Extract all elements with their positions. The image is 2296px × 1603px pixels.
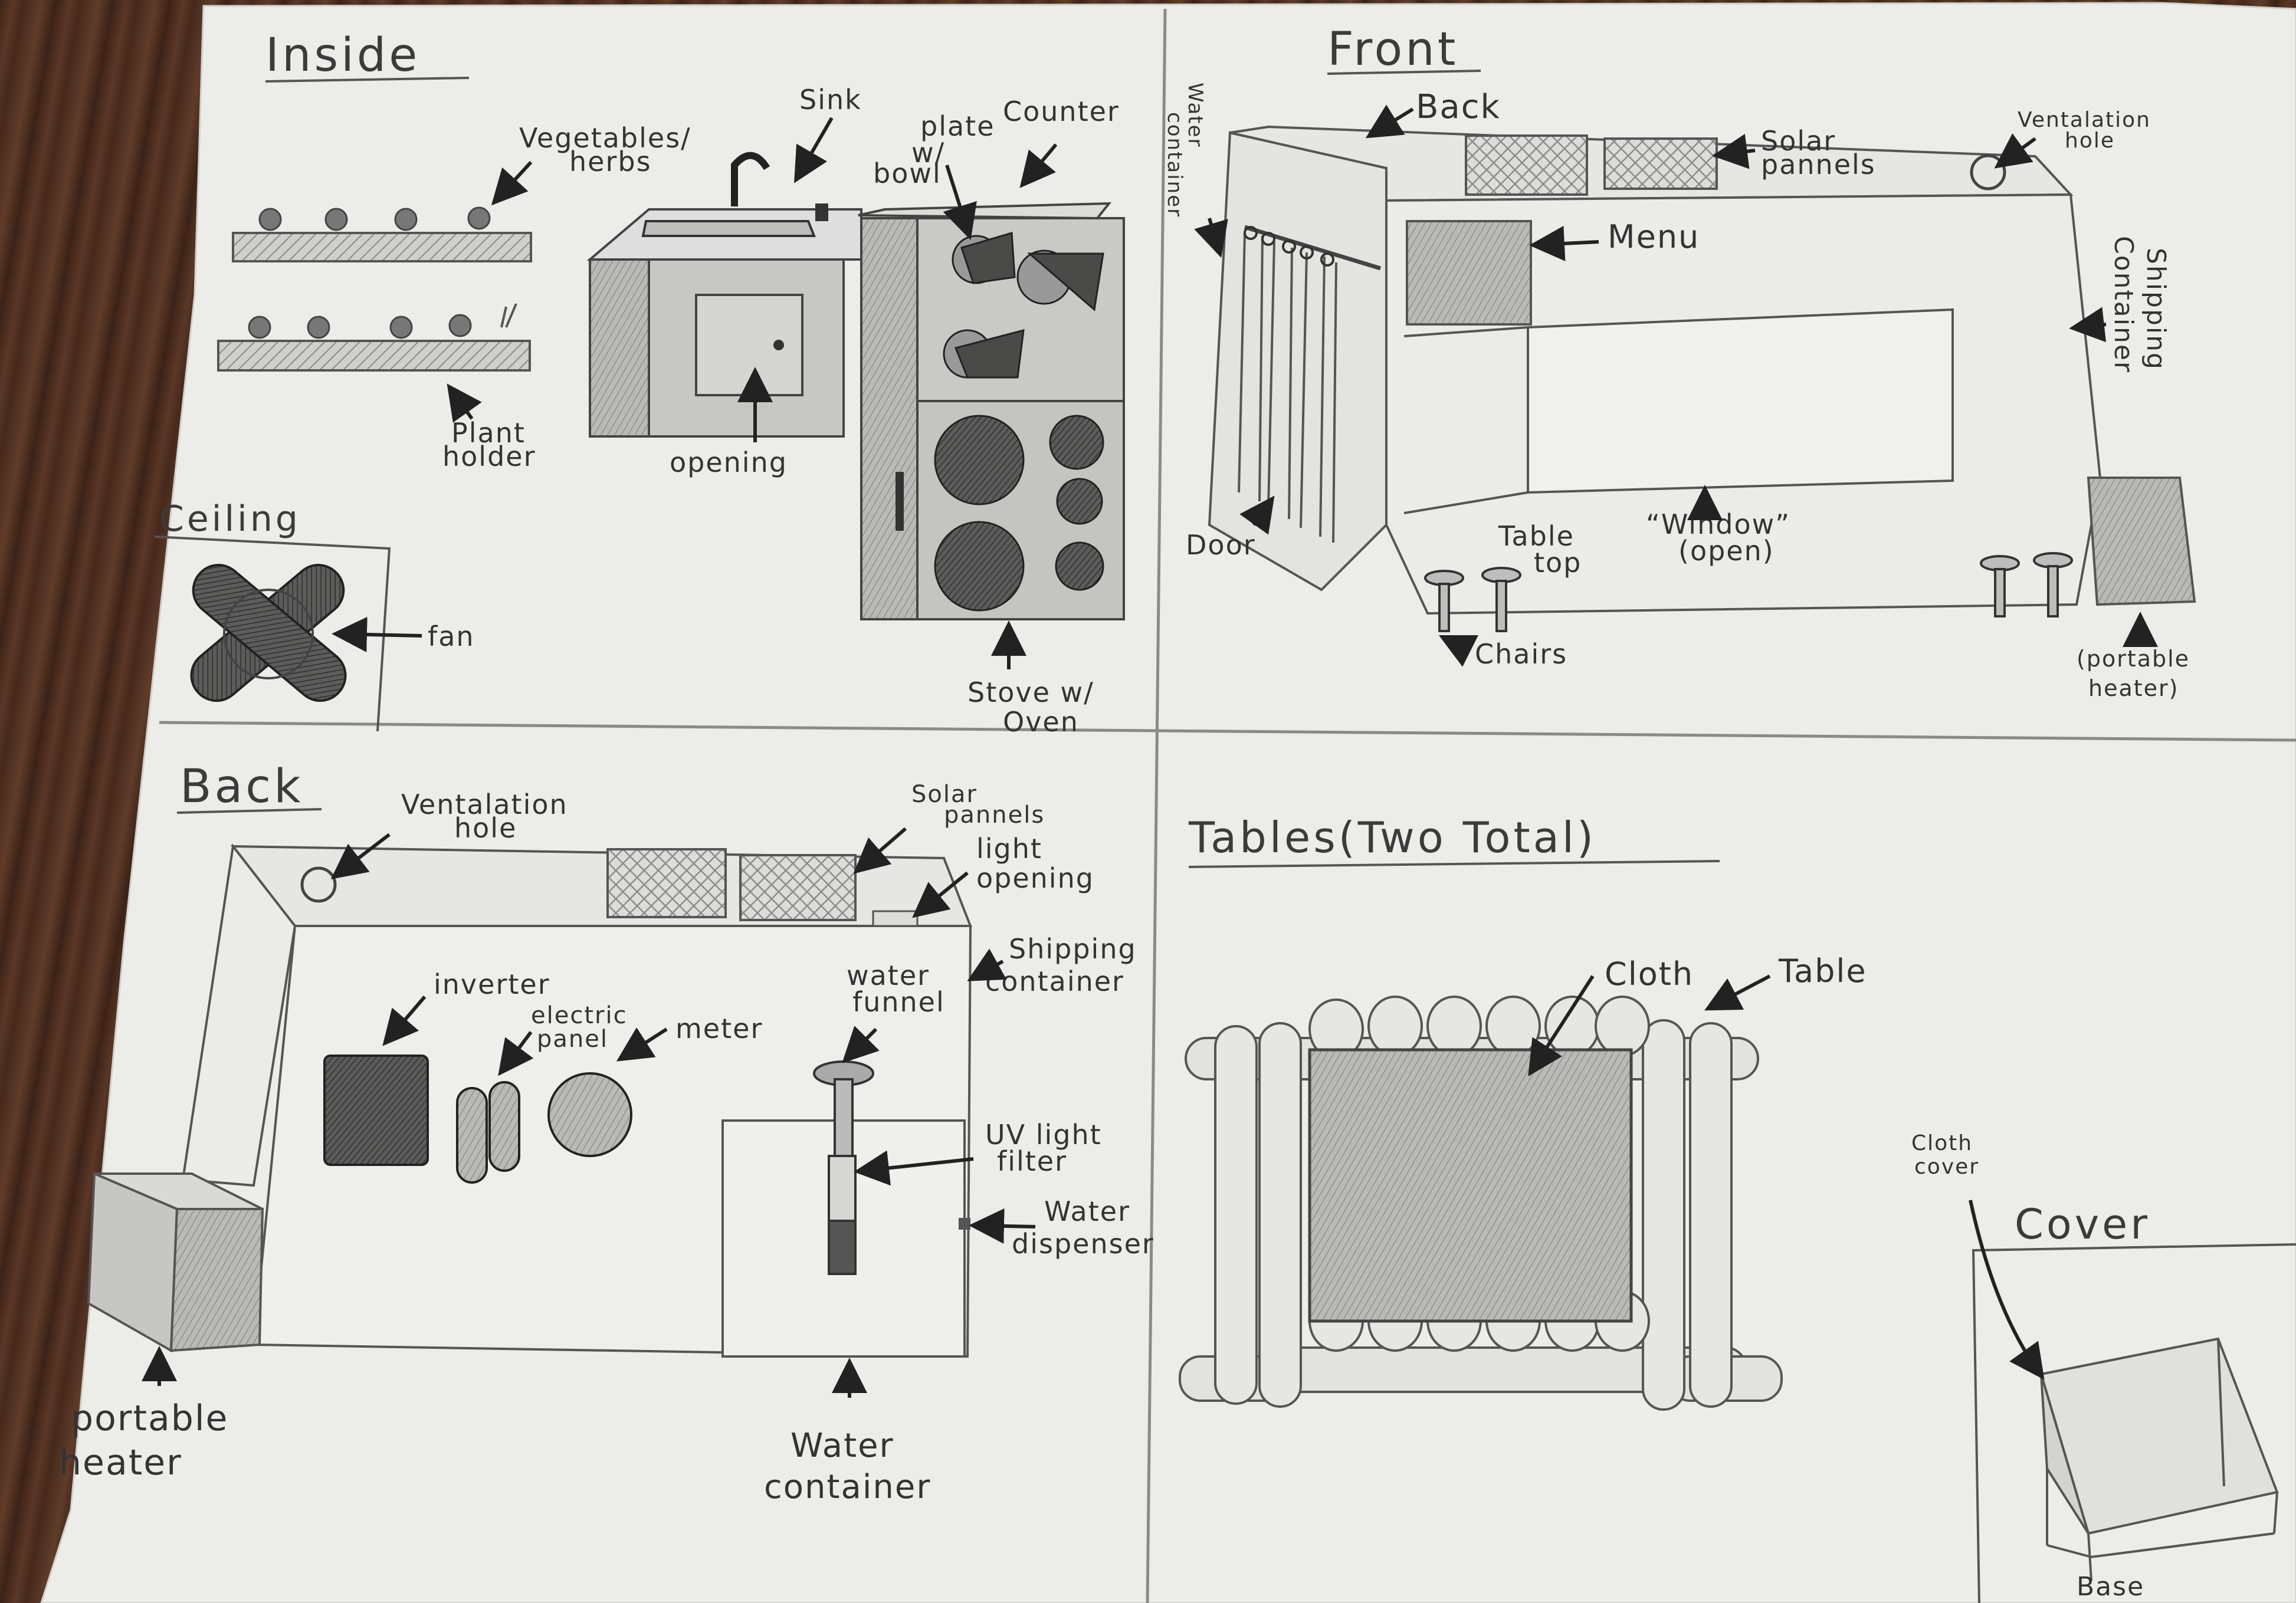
- food-truck-front-view: [1208, 125, 2196, 632]
- table-cloth: [1308, 1048, 1633, 1323]
- electric-panel-2: [488, 1081, 520, 1172]
- label-portable-heater-front: (portable: [2077, 646, 2190, 672]
- label-table-top-2: top: [1534, 547, 1582, 579]
- label-door: Door: [1186, 529, 1256, 561]
- label-table-top: Table: [1498, 520, 1575, 552]
- label-table: Table: [1778, 952, 1867, 990]
- portable-heater-back: [87, 1172, 264, 1353]
- label-plate-w: w/: [911, 137, 945, 169]
- label-chairs: Chairs: [1475, 638, 1567, 670]
- label-opening: opening: [670, 446, 788, 478]
- label-fan: fan: [428, 620, 475, 652]
- label-vegetables: Vegetables/: [519, 122, 691, 154]
- label-vent-front: Ventalation: [2018, 108, 2151, 132]
- label-window-open: (open): [1678, 535, 1775, 567]
- label-cloth-cover-2: cover: [1914, 1155, 1979, 1179]
- label-shipping-front: Shipping: [2141, 248, 2171, 370]
- label-light-opening-2: opening: [976, 862, 1094, 894]
- label-water-funnel: water: [847, 960, 930, 991]
- back-section: Back: [59, 760, 1154, 1506]
- label-electric-panel: electric: [531, 1002, 628, 1029]
- door-curtain: [1238, 225, 1382, 543]
- label-water-container-front: Water: [1183, 83, 1207, 148]
- food-truck-back-view: [87, 843, 972, 1358]
- tables-title: Tables(Two Total): [1188, 813, 1596, 862]
- tables-section: Tables(Two Total): [1179, 813, 1867, 1411]
- menu-board: [1406, 220, 1532, 326]
- meter: [547, 1072, 632, 1157]
- plant-holder-shelves: [217, 206, 532, 372]
- label-stove: Stove w/: [967, 676, 1094, 708]
- solar-panel-1: [1465, 134, 1588, 196]
- label-portable-heater-front-2: heater): [2088, 675, 2179, 701]
- label-vent-front-2: hole: [2065, 129, 2115, 153]
- inside-section: Inside: [217, 29, 1125, 738]
- cover-section: Cover Cloth cover Base: [1911, 1131, 2296, 1603]
- cover-tent: [2039, 1337, 2279, 1581]
- electric-panel-1: [456, 1087, 488, 1184]
- divider-horizontal: [159, 721, 2296, 742]
- label-plant-holder-2: holder: [442, 441, 536, 472]
- label-water-funnel-2: funnel: [852, 986, 945, 1018]
- label-uv-filter-2: filter: [997, 1145, 1067, 1177]
- counter-stove-unit: [858, 202, 1125, 620]
- label-vent-back: Ventalation: [401, 789, 568, 820]
- label-portable-heater-back: portable: [71, 1398, 228, 1439]
- label-herbs: herbs: [569, 146, 652, 178]
- ceiling-title: Ceiling: [159, 498, 301, 540]
- label-uv-filter: UV light: [985, 1119, 1102, 1151]
- label-base: Base: [2077, 1572, 2144, 1602]
- label-oven: Oven: [1003, 706, 1079, 738]
- label-menu: Menu: [1608, 218, 1700, 255]
- label-plate: plate: [920, 110, 995, 142]
- uv-filter-pipe: [813, 1060, 874, 1275]
- label-cloth: Cloth: [1605, 955, 1694, 993]
- label-counter: Counter: [1003, 96, 1120, 127]
- label-water-container-back: Water: [791, 1427, 894, 1465]
- label-water-container-front-2: container: [1163, 112, 1186, 218]
- label-solar-back-2: pannels: [944, 802, 1045, 829]
- chairs-front: [1424, 552, 2073, 632]
- front-title: Front: [1327, 23, 1458, 76]
- label-back: Back: [1416, 88, 1501, 126]
- label-light-opening: light: [976, 833, 1042, 865]
- solar-panel-back-1: [606, 848, 727, 918]
- solar-panel-2: [1603, 137, 1718, 190]
- label-electric-panel-2: panel: [537, 1026, 608, 1053]
- vent-hole-back: [300, 866, 337, 903]
- label-cloth-cover: Cloth: [1911, 1131, 1973, 1155]
- fan-icon: [190, 564, 347, 702]
- solar-panel-back-2: [739, 854, 857, 921]
- label-solar-front: Solar: [1761, 125, 1836, 157]
- vent-hole: [1970, 154, 2006, 190]
- water-dispenser: [959, 1218, 970, 1230]
- label-plate-bowl: bowl: [873, 157, 942, 189]
- label-shipping-back-2: container: [985, 965, 1124, 997]
- label-water-dispenser: Water: [1044, 1195, 1130, 1227]
- table-with-cloth: [1179, 996, 1783, 1411]
- label-solar-back: Solar: [911, 781, 978, 808]
- sink-cabinet: [586, 152, 862, 438]
- front-section: Front: [1163, 23, 2196, 701]
- portable-heater-front: [2087, 477, 2196, 606]
- light-opening: [872, 910, 919, 927]
- label-shipping-front-2: Container: [2108, 236, 2138, 373]
- label-portable-heater-back-2: heater: [59, 1442, 182, 1483]
- label-shipping-back: Shipping: [1009, 933, 1137, 965]
- label-solar-front-2: pannels: [1761, 149, 1876, 180]
- cover-title: Cover: [2015, 1200, 2150, 1249]
- back-title: Back: [180, 760, 303, 813]
- inside-title: Inside: [265, 29, 420, 82]
- label-meter: meter: [675, 1013, 763, 1044]
- label-water-container-back-2: container: [764, 1468, 931, 1506]
- inverter: [323, 1055, 429, 1166]
- label-inverter: inverter: [434, 968, 550, 1000]
- ceiling-section: Ceiling fan: [154, 498, 475, 732]
- label-vent-back-2: hole: [454, 812, 517, 844]
- divider-vertical: [1146, 8, 1167, 1603]
- label-water-dispenser-2: dispenser: [1012, 1228, 1154, 1260]
- label-sink: Sink: [799, 84, 862, 116]
